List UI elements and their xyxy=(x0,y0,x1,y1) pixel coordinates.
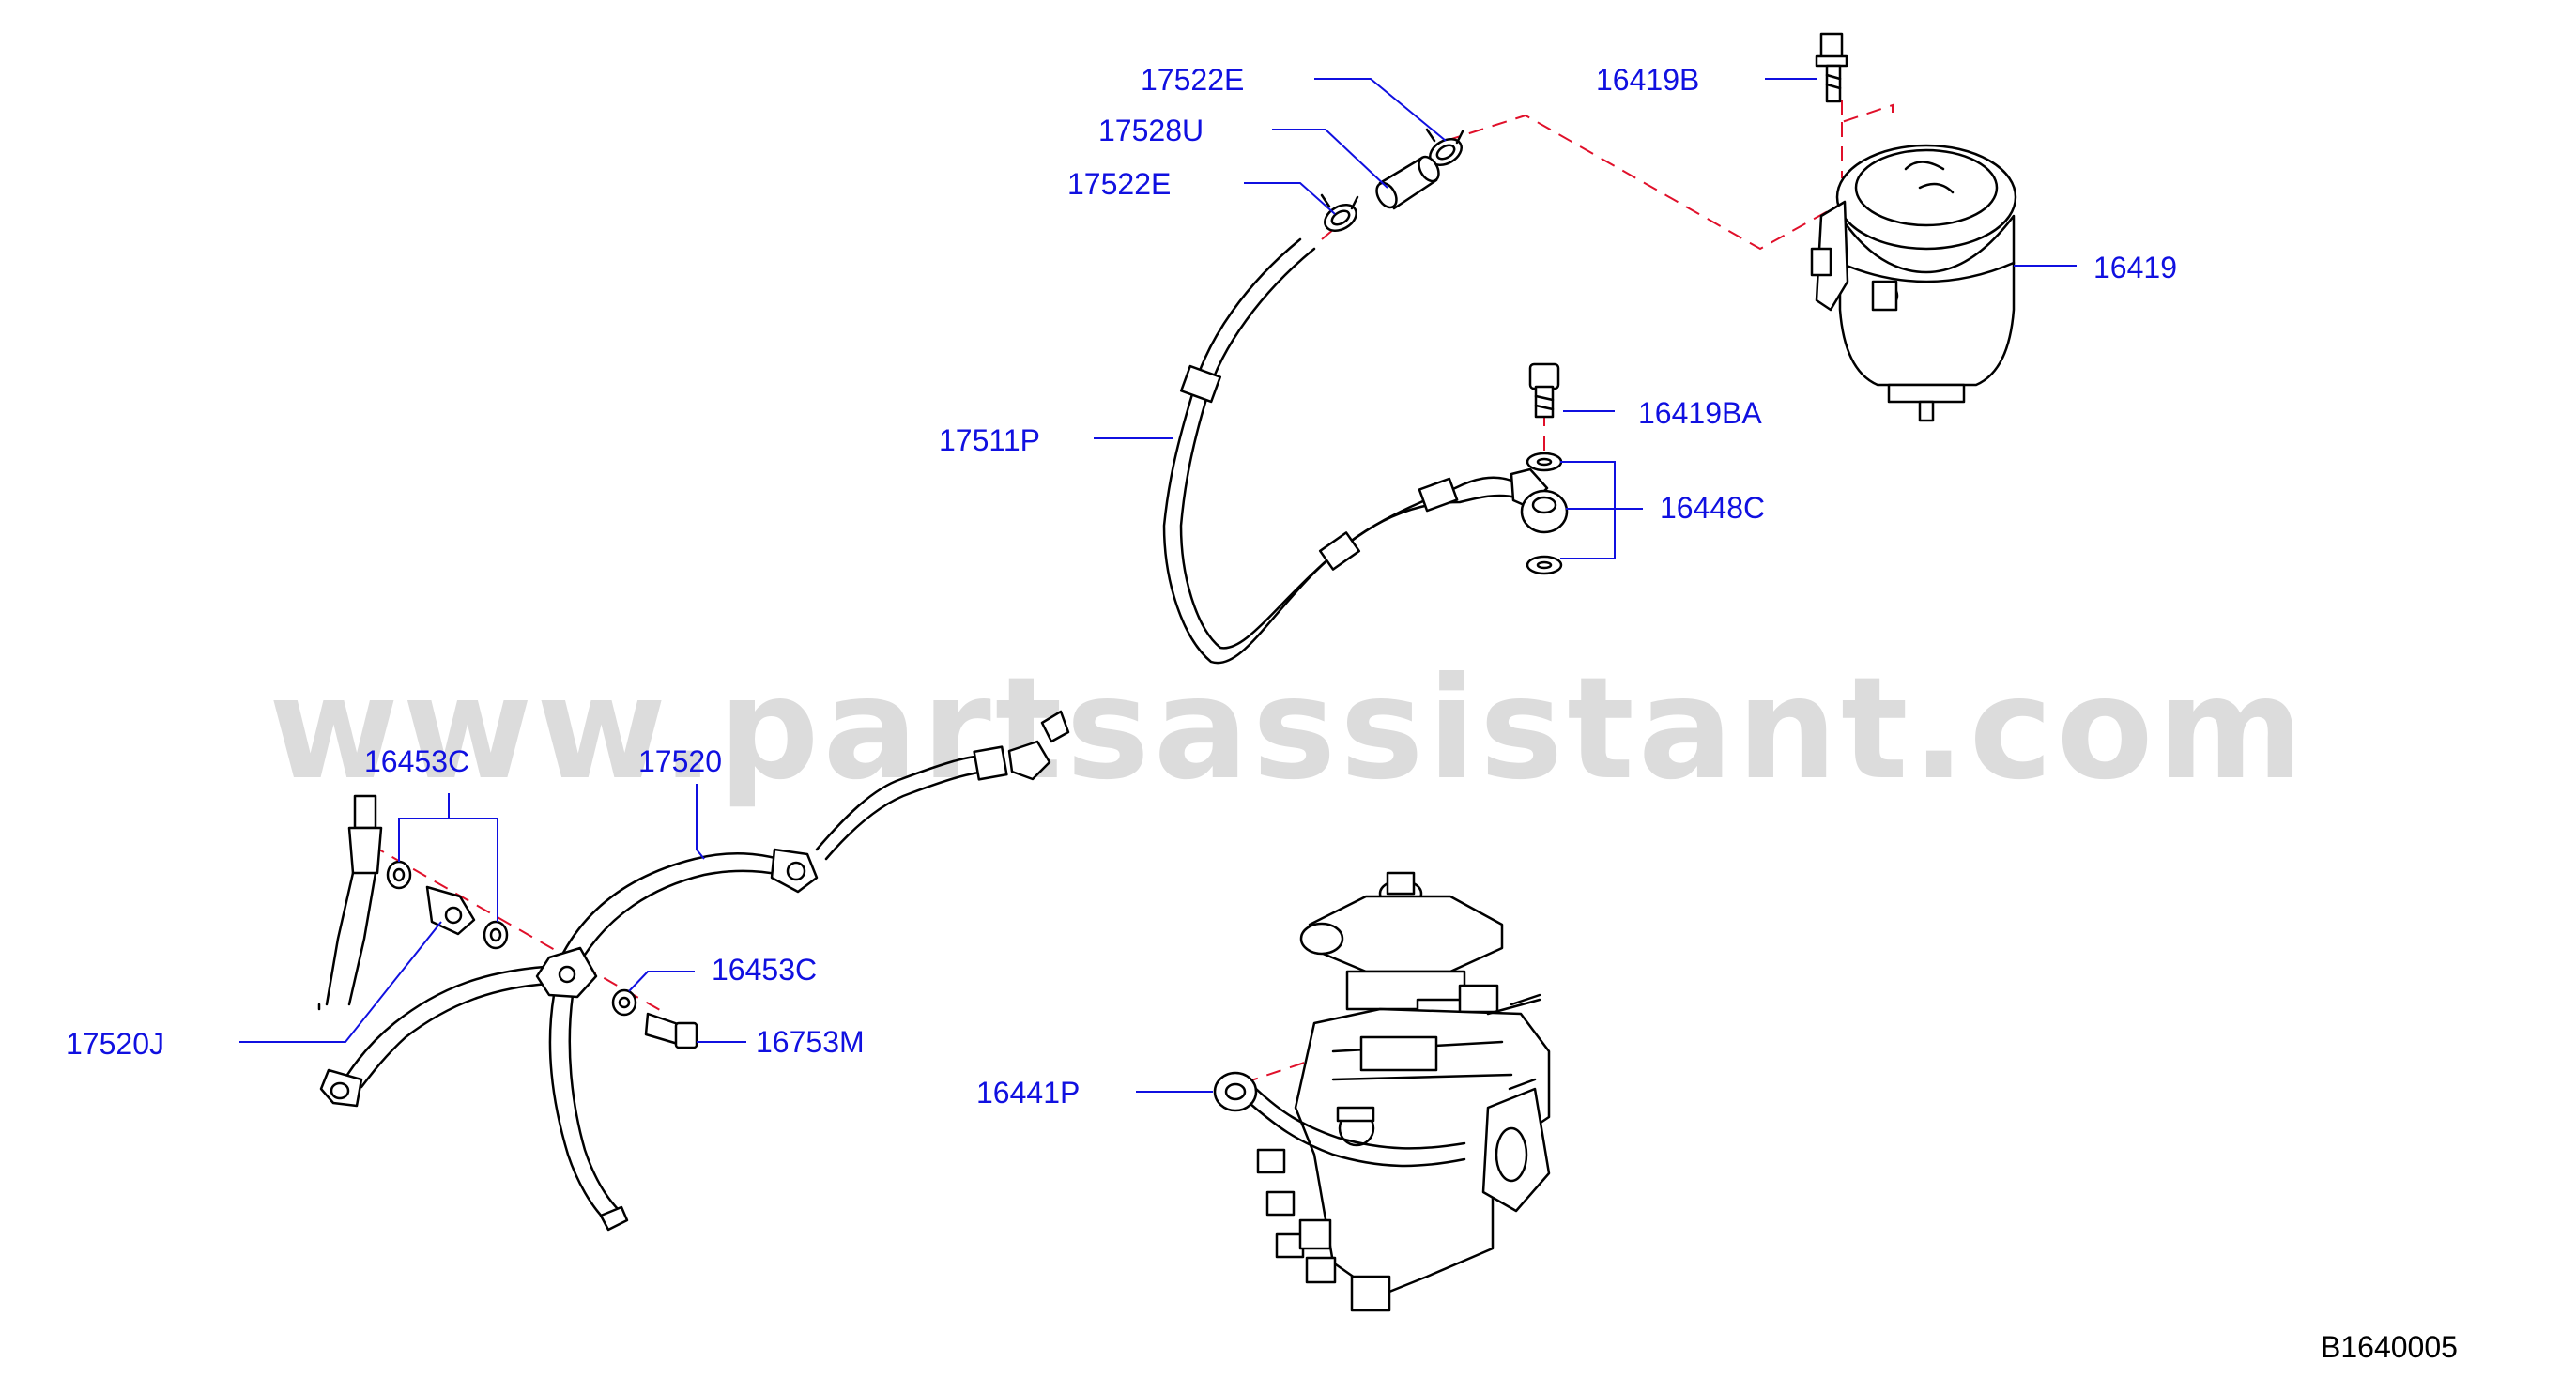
fuel-filter-16419[interactable] xyxy=(1810,144,2017,422)
bolt-16419b[interactable] xyxy=(1815,32,1848,103)
label-17520[interactable]: 17520 xyxy=(638,744,722,778)
bolt-16753m[interactable] xyxy=(644,1012,698,1049)
callout-labels: 17522E 17528U 17522E 16419B 16419 17511P… xyxy=(66,63,2177,1110)
label-16453c-top[interactable]: 16453C xyxy=(364,744,469,778)
label-17522e-bottom[interactable]: 17522E xyxy=(1067,167,1171,201)
label-16419ba[interactable]: 16419BA xyxy=(1638,396,1762,430)
label-17522e-top[interactable]: 17522E xyxy=(1141,63,1244,97)
hose-clamp-17522e-bottom[interactable] xyxy=(1320,193,1360,236)
label-17528u[interactable]: 17528U xyxy=(1098,114,1204,147)
diagram-code: B1640005 xyxy=(2321,1330,2458,1364)
washer-16453c-left-2[interactable] xyxy=(483,920,509,950)
label-16453c-right[interactable]: 16453C xyxy=(712,953,817,987)
label-16753m[interactable]: 16753M xyxy=(756,1025,865,1059)
injection-pump-16441p[interactable] xyxy=(1213,871,1551,1312)
leader-lines xyxy=(239,78,2077,1093)
label-16448c[interactable]: 16448C xyxy=(1660,491,1765,525)
label-17511p[interactable]: 17511P xyxy=(939,423,1040,457)
watermark: www.partsassistant.com xyxy=(268,648,2308,811)
assembly-dashed-lines xyxy=(370,100,1894,1092)
fuel-hose-17520[interactable] xyxy=(319,710,1070,1232)
washers-16448c[interactable] xyxy=(1520,452,1569,575)
injector-pipe[interactable] xyxy=(317,794,383,1011)
hose-17528u[interactable] xyxy=(1372,153,1443,210)
label-16441p[interactable]: 16441P xyxy=(976,1076,1080,1110)
washer-16453c-right[interactable] xyxy=(611,988,637,1017)
label-16419b[interactable]: 16419B xyxy=(1596,63,1699,97)
eye-bolt-16419ba[interactable] xyxy=(1528,362,1560,419)
label-16419[interactable]: 16419 xyxy=(2093,251,2177,284)
label-17520j[interactable]: 17520J xyxy=(66,1027,164,1061)
washer-16453c-left[interactable] xyxy=(386,860,412,890)
connector-17520j[interactable] xyxy=(425,885,476,936)
fuel-hose-17511p[interactable] xyxy=(1162,237,1549,665)
